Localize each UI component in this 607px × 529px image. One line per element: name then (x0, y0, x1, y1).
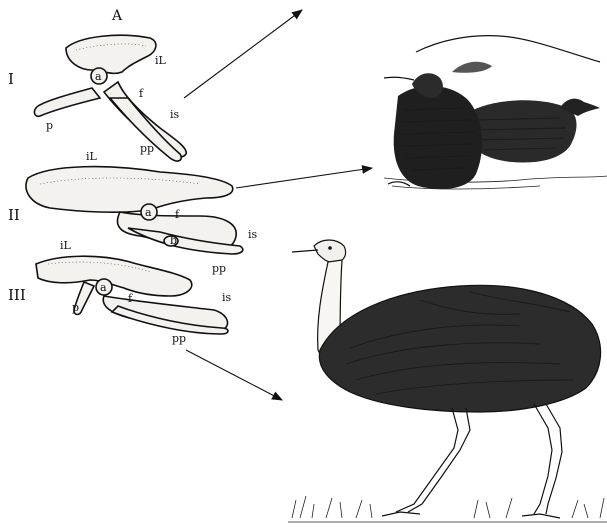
label-b-II: b (170, 234, 177, 247)
label-il-I: iL (155, 54, 167, 67)
label-il-III: iL (60, 239, 72, 252)
label-f-I: f (139, 87, 144, 100)
arrow-II-to-tinamou (236, 168, 372, 188)
label-p-I: p (46, 119, 53, 132)
pelvis-diagram-II: II a b iL f is pp (8, 150, 258, 275)
label-pp-I: pp (140, 142, 154, 155)
label-is-III: is (222, 291, 232, 304)
label-a-III: a (100, 281, 107, 294)
arrow-I-to-tinamou (184, 10, 302, 98)
label-is-I: is (170, 108, 180, 121)
label-p-III: p (72, 301, 79, 314)
pelvis-diagram-I: I a iL f p is pp (8, 35, 186, 161)
panel-letter: A (111, 8, 123, 24)
label-a-I: a (95, 70, 102, 83)
row-numeral-II: II (8, 206, 20, 224)
tinamou-pair-illustration (384, 36, 607, 189)
label-a-II: a (145, 206, 152, 219)
label-pp-III: pp (172, 332, 186, 345)
pelvis-diagram-III: III a iL f p is pp (8, 239, 232, 345)
row-numeral-III: III (8, 286, 26, 304)
label-il-II: iL (86, 150, 98, 163)
rhea-illustration (288, 240, 607, 522)
arrow-III-to-rhea (186, 350, 282, 400)
label-is-II: is (248, 228, 258, 241)
row-numeral-I: I (8, 70, 14, 88)
label-pp-II: pp (212, 262, 226, 275)
